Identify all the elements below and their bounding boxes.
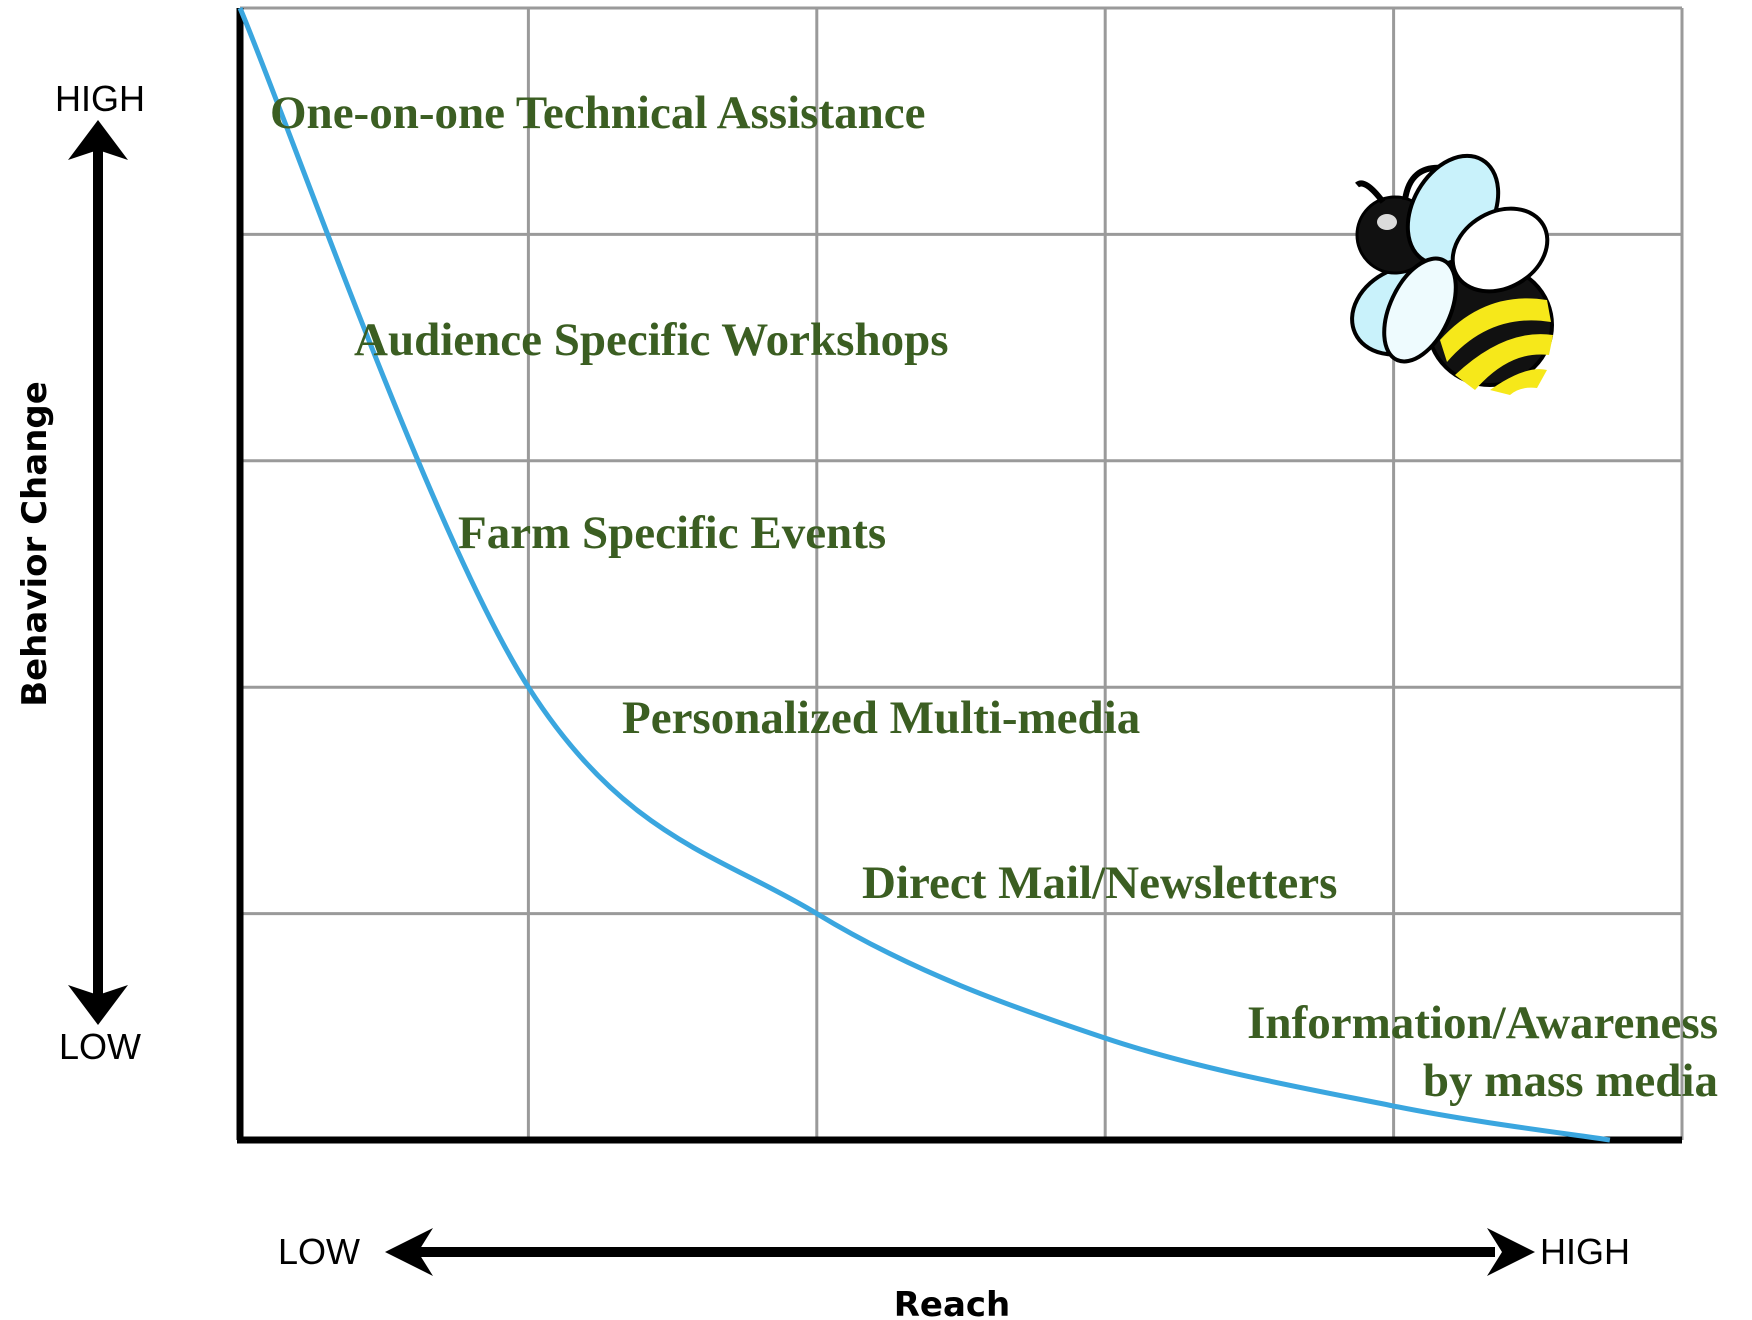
category-label-line: Personalized Multi-media	[622, 692, 1140, 744]
category-label: One-on-one Technical Assistance	[270, 87, 925, 139]
category-label-line: Information/Awareness	[1247, 997, 1718, 1049]
x-axis-title: Reach	[894, 1285, 1011, 1320]
category-label: Direct Mail/Newsletters	[862, 857, 1337, 909]
category-label: Information/Awareness by mass media	[1247, 997, 1718, 1107]
x-axis-low-label: LOW	[278, 1231, 360, 1272]
y-axis-low-label: LOW	[59, 1026, 141, 1067]
y-axis-title: Behavior Change	[15, 381, 55, 707]
category-label-line: Farm Specific Events	[458, 507, 886, 559]
reach-arrow	[385, 1228, 1535, 1276]
category-label-line: One-on-one Technical Assistance	[270, 87, 925, 139]
category-label: Personalized Multi-media	[622, 692, 1140, 744]
behavior-change-arrow	[68, 120, 128, 1025]
bee-icon	[1350, 153, 1554, 395]
category-label-line: Direct Mail/Newsletters	[862, 857, 1337, 909]
category-label-line: by mass media	[1423, 1055, 1718, 1107]
category-label: Farm Specific Events	[458, 507, 886, 559]
category-label: Audience Specific Workshops	[354, 314, 949, 366]
reach-behavior-curve	[237, 7, 1611, 1143]
x-axis-high-label: HIGH	[1540, 1231, 1630, 1272]
y-axis-high-label: HIGH	[55, 78, 145, 119]
category-label-line: Audience Specific Workshops	[354, 314, 949, 366]
category-labels: One-on-one Technical AssistanceAudience …	[270, 87, 1718, 1107]
